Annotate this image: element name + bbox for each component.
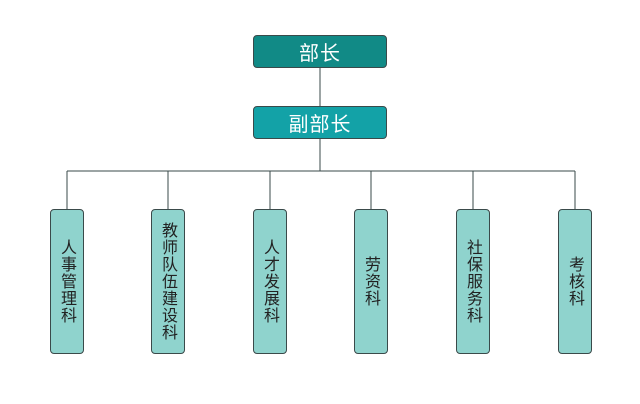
department-node: 人才发展科 [253, 209, 287, 354]
department-node: 考核科 [558, 209, 592, 354]
department-node: 教师队伍建设科 [151, 209, 185, 354]
department-node: 社保服务科 [456, 209, 490, 354]
department-label: 教师队伍建设科 [159, 222, 178, 341]
top-node: 部长 [253, 35, 387, 68]
department-node: 人事管理科 [50, 209, 84, 354]
top-node-label: 部长 [299, 41, 341, 65]
deputy-node: 副部长 [253, 106, 387, 139]
department-label: 人才发展科 [261, 239, 280, 324]
department-label: 考核科 [566, 256, 585, 307]
department-label: 人事管理科 [58, 239, 77, 324]
department-node: 劳资科 [354, 209, 388, 354]
deputy-node-label: 副部长 [288, 112, 352, 136]
department-label: 劳资科 [362, 256, 381, 307]
department-label: 社保服务科 [464, 239, 483, 324]
